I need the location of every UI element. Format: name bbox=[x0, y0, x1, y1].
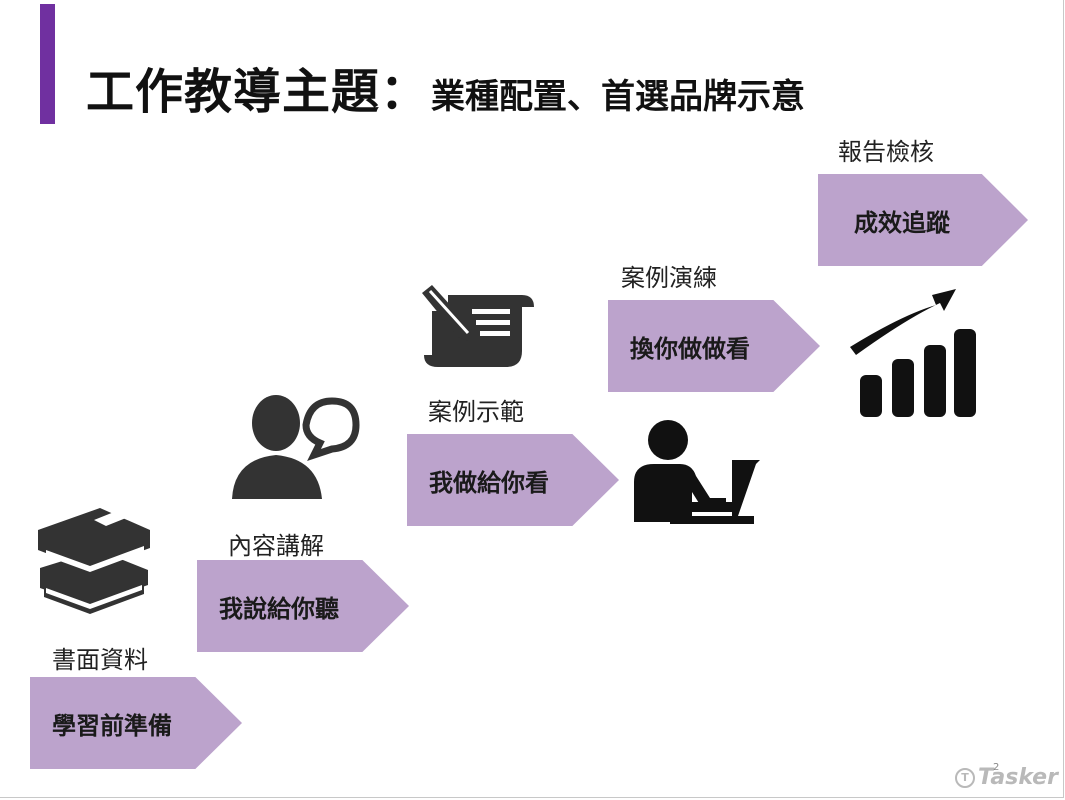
scroll-pen-icon bbox=[422, 285, 534, 367]
step-arrow-1: 學習前準備 bbox=[30, 677, 242, 769]
title-subtitle: 業種配置、首選品牌示意 bbox=[431, 77, 806, 117]
step-label-5: 報告檢核 bbox=[838, 138, 934, 166]
page-number: 2 bbox=[993, 762, 1000, 773]
step-arrow-text-1: 學習前準備 bbox=[52, 711, 172, 740]
title-main: 工作教導主題： bbox=[86, 64, 430, 120]
logo-mark-icon: T bbox=[955, 767, 975, 788]
step-arrow-5: 成效追蹤 bbox=[818, 174, 1028, 266]
step-label-2: 內容講解 bbox=[228, 532, 324, 560]
step-label-4: 案例演練 bbox=[621, 264, 717, 292]
step-arrow-3: 我做給你看 bbox=[407, 434, 619, 526]
step-label-3: 案例示範 bbox=[428, 398, 524, 426]
step-arrow-4: 換你做做看 bbox=[608, 300, 820, 392]
page-title: 工作教導主題：業種配置、首選品牌示意 bbox=[86, 52, 805, 122]
step-arrow-2: 我說給你聽 bbox=[197, 560, 409, 652]
books-icon bbox=[38, 508, 150, 614]
growth-chart-icon bbox=[850, 289, 976, 417]
step-arrow-text-3: 我做給你看 bbox=[429, 468, 549, 497]
step-arrow-text-4: 換你做做看 bbox=[630, 334, 750, 363]
tasker-logo: T Tasker bbox=[955, 765, 1058, 790]
step-arrow-text-2: 我說給你聽 bbox=[219, 594, 339, 623]
step-arrow-text-5: 成效追蹤 bbox=[854, 208, 950, 237]
title-accent-bar bbox=[40, 4, 55, 124]
logo-text: Tasker bbox=[978, 765, 1058, 790]
step-label-1: 書面資料 bbox=[52, 646, 148, 674]
speaker-icon bbox=[232, 395, 360, 499]
person-laptop-icon bbox=[634, 420, 760, 524]
